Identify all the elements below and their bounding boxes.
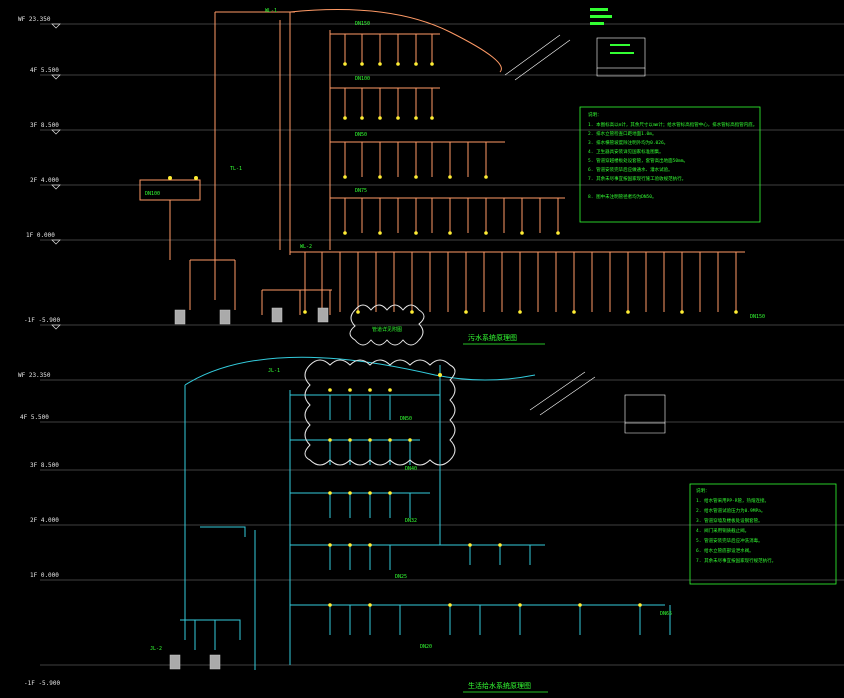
note-line: 1. 本图标高以m计，其余尺寸以mm计；给水管标高指管中心，排水管标高指管内底。 [588, 121, 757, 128]
bottom-detail-sketch [529, 371, 666, 434]
level-label: 2F 4.000 [30, 517, 59, 524]
note-line: 7. 其余未尽事宜按国家现行规范执行。 [696, 557, 776, 564]
bottom-diagram-title: 生活给水系统原理图 [468, 681, 531, 690]
cloud-label: 管道详见附图 [372, 326, 402, 333]
pipe-label: DN65 [660, 611, 672, 617]
pipe-label: DN20 [420, 644, 432, 650]
top-pumps [174, 307, 329, 325]
pipe-label: JL-2 [150, 646, 162, 652]
note-line: 6. 给水立管底部设泄水阀。 [696, 547, 754, 554]
bottom-revision-cloud [304, 359, 456, 466]
level-label: WF 23.350 [18, 16, 51, 23]
note-line: 6. 管道安装完毕后应做通水、灌水试验。 [588, 166, 673, 173]
pipe-label: DN100 [145, 191, 160, 197]
top-diagram-title: 污水系统原理图 [468, 333, 517, 342]
notes-box-bottom: 说明： 1. 给水管采用PP-R管，热熔连接。 2. 给水管道试验压力为0.9M… [689, 483, 837, 585]
note-line: 3. 管道穿墙及楼板处设钢套管。 [696, 517, 763, 524]
note-line: 8. 图中未注明管径者均为DN50。 [588, 193, 656, 200]
level-label: -1F -5.900 [24, 317, 61, 324]
note-line: 4. 卫生器具安装详见国家标准图集。 [588, 148, 664, 155]
bottom-water-pipes [180, 356, 671, 670]
pipe-label: WL-1 [265, 8, 277, 14]
note-line: 4. 阀门采用铜质截止阀。 [696, 527, 749, 534]
level-label: WF 23.350 [18, 372, 51, 379]
pipe-label: WL-2 [300, 244, 312, 250]
note-line: 2. 排水立管检查口距地面1.0m。 [588, 130, 656, 137]
pipe-label: DN150 [355, 21, 370, 27]
level-label: -1F -5.900 [24, 680, 61, 687]
level-label: 4F 5.500 [20, 414, 49, 421]
pipe-label: TL-1 [230, 166, 242, 172]
level-label: 2F 4.000 [30, 177, 59, 184]
note-line: 2. 给水管道试验压力为0.9MPa。 [696, 507, 765, 514]
level-label: 3F 8.500 [30, 122, 59, 129]
notes-header: 说明： [588, 111, 602, 118]
level-label: 4F 5.500 [30, 67, 59, 74]
pipe-label: DN50 [400, 416, 412, 422]
note-line: 7. 其余未尽事宜按国家现行施工验收规范执行。 [588, 175, 686, 182]
top-revision-cloud [349, 304, 425, 346]
top-fixtures [168, 62, 738, 314]
pipe-label: DN32 [405, 518, 417, 524]
pipe-label: DN100 [355, 76, 370, 82]
level-label: 1F 0.000 [26, 232, 55, 239]
pipe-label: DN40 [405, 466, 417, 472]
top-level-labels: WF 23.350 4F 5.500 3F 8.500 2F 4.000 1F … [18, 16, 61, 324]
pipe-label: DN150 [750, 314, 765, 320]
pipe-label: JL-1 [268, 368, 280, 374]
bottom-fixtures [328, 373, 642, 607]
notes-header: 说明： [696, 487, 710, 494]
top-green-labels: WL-1 DN150 DN100 DN50 DN75 WL-2 TL-1 DN1… [145, 8, 765, 320]
level-label: 1F 0.000 [30, 572, 59, 579]
top-level-lines [40, 23, 844, 326]
top-detail-labels [590, 8, 634, 54]
top-drain-pipes [139, 9, 745, 315]
notes-box-top: 说明： 1. 本图标高以m计，其余尺寸以mm计；给水管标高指管中心，排水管标高指… [579, 106, 761, 223]
top-detail-sketch [504, 34, 646, 81]
note-line: 3. 排水横管坡度除注明外均为0.026。 [588, 139, 668, 146]
top-level-markers [51, 23, 61, 330]
note-line: 5. 管道穿越楼板处设套管，套管高出地面50mm。 [588, 157, 688, 164]
note-line: 1. 给水管采用PP-R管，热熔连接。 [696, 497, 769, 504]
pipe-label: DN75 [355, 188, 367, 194]
pipe-label: DN25 [395, 574, 407, 580]
bottom-green-labels: JL-1 DN50 DN40 DN32 DN25 DN20 JL-2 DN65 [150, 368, 672, 652]
level-label: 3F 8.500 [30, 462, 59, 469]
pipe-label: DN50 [355, 132, 367, 138]
note-line: 5. 管道安装完毕后应冲洗消毒。 [696, 537, 763, 544]
bottom-level-labels: WF 23.350 4F 5.500 3F 8.500 2F 4.000 1F … [18, 372, 61, 687]
bottom-pumps [169, 654, 221, 670]
